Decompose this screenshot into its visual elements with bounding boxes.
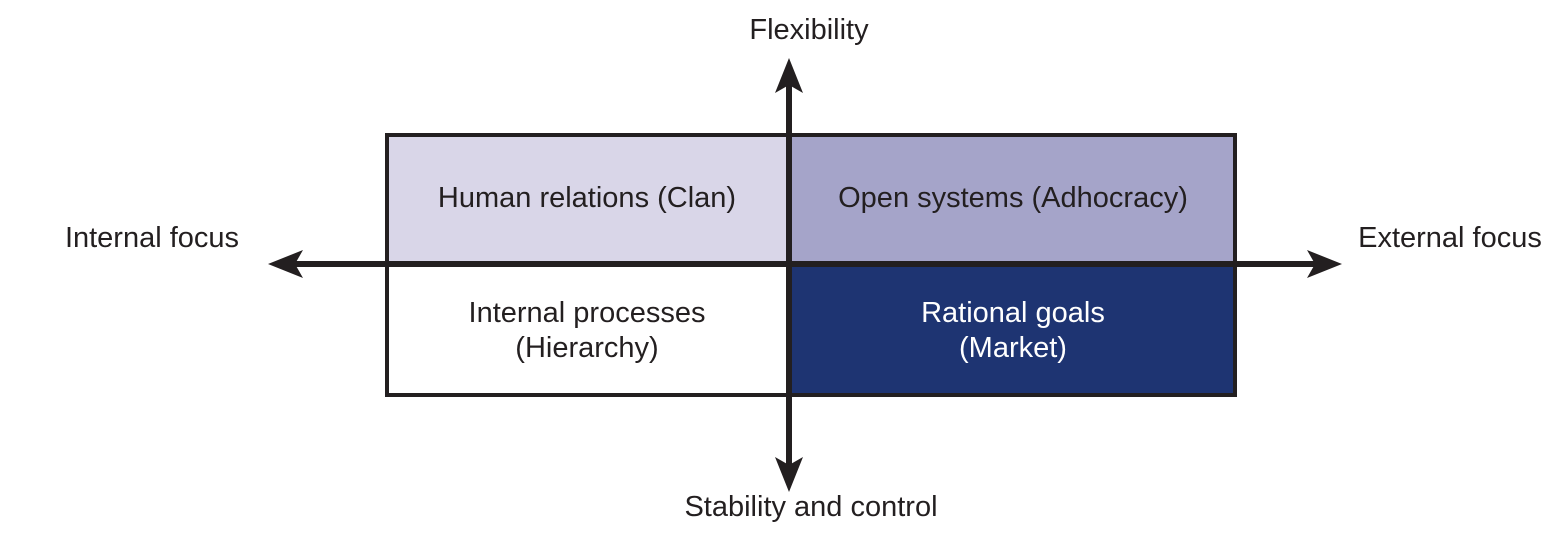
quadrant-internal-processes-label-line2: (Hierarchy) <box>515 331 659 364</box>
quadrant-internal-processes: Internal processes (Hierarchy) <box>385 264 789 397</box>
axis-label-stability-and-control: Stability and control <box>684 491 938 523</box>
axis-label-external-focus: External focus <box>1358 222 1542 254</box>
quadrant-internal-processes-label-line1: Internal processes <box>468 296 706 329</box>
quadrant-rational-goals-label-line1: Rational goals <box>921 296 1105 329</box>
axis-label-internal-focus: Internal focus <box>64 222 240 254</box>
quadrant-open-systems-label: Open systems (Adhocracy) <box>838 182 1188 215</box>
quadrant-human-relations: Human relations (Clan) <box>385 133 789 264</box>
arrow-down-icon <box>775 457 803 492</box>
quadrant-rational-goals: Rational goals (Market) <box>789 264 1237 397</box>
quadrant-human-relations-label: Human relations (Clan) <box>437 182 737 215</box>
axis-label-flexibility: Flexibility <box>749 14 869 46</box>
arrow-left-icon <box>268 250 303 278</box>
quadrant-rational-goals-label-line2: (Market) <box>959 331 1067 364</box>
quadrant-open-systems: Open systems (Adhocracy) <box>789 133 1237 264</box>
arrow-up-icon <box>775 58 803 93</box>
